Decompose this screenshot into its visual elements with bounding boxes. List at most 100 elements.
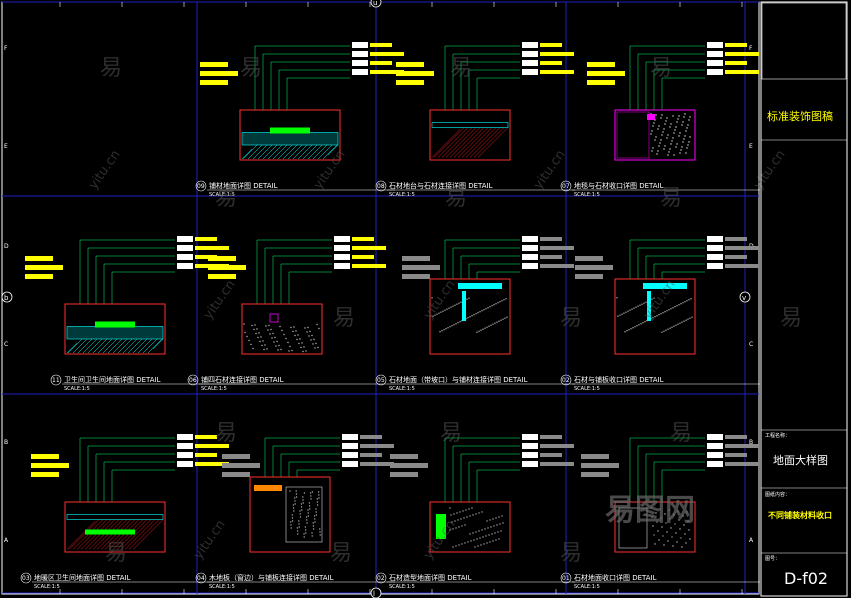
- detail-title: 木地板（窗边）与铺板连接详图 DETAIL: [209, 573, 334, 582]
- hatch-line: [277, 144, 293, 160]
- watermark-char: 易: [445, 186, 467, 211]
- gravel-dot: [246, 335, 248, 338]
- gravel-dot: [683, 116, 685, 118]
- gravel-dot: [652, 525, 654, 527]
- note-bar: [575, 274, 603, 279]
- drawing-name: 地面大样图: [773, 453, 828, 467]
- detail-drawing: [396, 42, 574, 161]
- gravel-dot: [257, 336, 259, 339]
- gravel-dot: [675, 126, 677, 128]
- gravel-dot: [667, 540, 669, 542]
- detail-title: 石材地台与石材连接详图 DETAIL: [389, 181, 493, 190]
- gravel-dot: [289, 490, 291, 492]
- gravel-dot: [651, 298, 653, 300]
- detail-scale: SCALE:1:5: [34, 584, 60, 590]
- gravel-dot: [654, 139, 656, 141]
- detail-outline: [64, 303, 166, 355]
- gravel-dot: [269, 333, 271, 335]
- hatch-line: [241, 148, 253, 160]
- row-marker: B: [4, 439, 8, 446]
- gravel-dot: [460, 518, 462, 520]
- note-bar: [540, 70, 574, 74]
- tag-label: [342, 452, 358, 458]
- gravel-dot: [266, 348, 268, 350]
- gravel-dot: [682, 121, 684, 123]
- note-bar: [540, 246, 574, 250]
- layer-cyan: [66, 326, 164, 340]
- gravel-dot: [657, 530, 659, 532]
- tag-label: [707, 51, 723, 57]
- note-bar: [222, 463, 260, 468]
- hatch-line: [317, 144, 333, 160]
- gravel-dot: [461, 543, 463, 545]
- gravel-dot: [290, 326, 292, 329]
- note-bar: [370, 61, 392, 65]
- gravel-dot: [487, 527, 489, 529]
- gravel-dot: [475, 513, 477, 515]
- detail-number: 11: [52, 377, 60, 384]
- gravel-dot: [682, 515, 684, 517]
- gravel-dot: [670, 123, 672, 125]
- note-bar: [200, 80, 228, 85]
- gravel-dot: [307, 515, 310, 517]
- gravel-dot: [651, 516, 653, 518]
- gravel-dot: [252, 347, 254, 350]
- gravel-dot: [669, 148, 671, 150]
- tag-label: [352, 51, 368, 57]
- note-bar: [352, 237, 374, 241]
- gravel-dot: [679, 132, 681, 134]
- layer-green: [85, 529, 135, 535]
- layer-panel: [285, 486, 323, 543]
- gravel-dot: [309, 330, 311, 333]
- gravel-dot: [497, 302, 499, 304]
- watermark-char: 易: [560, 541, 582, 566]
- note-bar: [25, 265, 63, 270]
- gravel-dot: [449, 507, 451, 509]
- gravel-dot: [268, 324, 270, 327]
- note-bar: [25, 274, 53, 279]
- watermark-char: 易: [780, 306, 802, 331]
- note-bar: [222, 472, 250, 477]
- detail-title: 石材地面收口详图 DETAIL: [574, 573, 657, 582]
- gravel-dot: [496, 321, 498, 323]
- gravel-dot: [654, 543, 656, 545]
- grid-bubble-bottom: l: [370, 587, 382, 598]
- gravel-dot: [666, 137, 668, 139]
- detail-drawing: [587, 42, 759, 161]
- gravel-dot: [664, 311, 666, 313]
- gravel-dot: [298, 520, 300, 522]
- row-marker: E: [749, 143, 753, 150]
- detail-number: 02: [377, 575, 385, 582]
- note-bar: [396, 80, 424, 85]
- gravel-dot: [306, 331, 308, 333]
- hatch-line: [102, 338, 118, 354]
- gravel-dot: [289, 345, 291, 348]
- watermark-char: 易: [660, 186, 682, 211]
- layer-cyan: [66, 514, 164, 520]
- gravel-dot: [297, 533, 299, 535]
- gravel-dot: [295, 490, 297, 492]
- gravel-dot: [304, 529, 307, 531]
- gravel-dot: [314, 518, 316, 520]
- gravel-dot: [623, 312, 625, 314]
- gravel-dot: [662, 535, 664, 537]
- watermark-char: 易: [440, 421, 462, 446]
- gravel-dot: [251, 324, 253, 327]
- gravel-dot: [311, 535, 313, 537]
- tag-label: [522, 434, 538, 440]
- hatch-line: [312, 144, 328, 160]
- hatch-line: [441, 127, 473, 158]
- gravel-dot: [501, 300, 503, 302]
- note-bar: [575, 265, 613, 270]
- gravel-dot: [641, 303, 643, 305]
- hatch-line: [282, 144, 298, 160]
- gravel-dot: [635, 306, 637, 308]
- gravel-dot: [316, 504, 319, 506]
- drawing-number: D-f02: [784, 569, 828, 588]
- layer-cyan: [241, 132, 339, 146]
- detail-scale: SCALE:1:5: [389, 192, 415, 198]
- gravel-dot: [318, 327, 320, 330]
- gravel-dot: [691, 316, 693, 318]
- gravel-dot: [319, 534, 321, 536]
- gravel-dot: [482, 536, 484, 538]
